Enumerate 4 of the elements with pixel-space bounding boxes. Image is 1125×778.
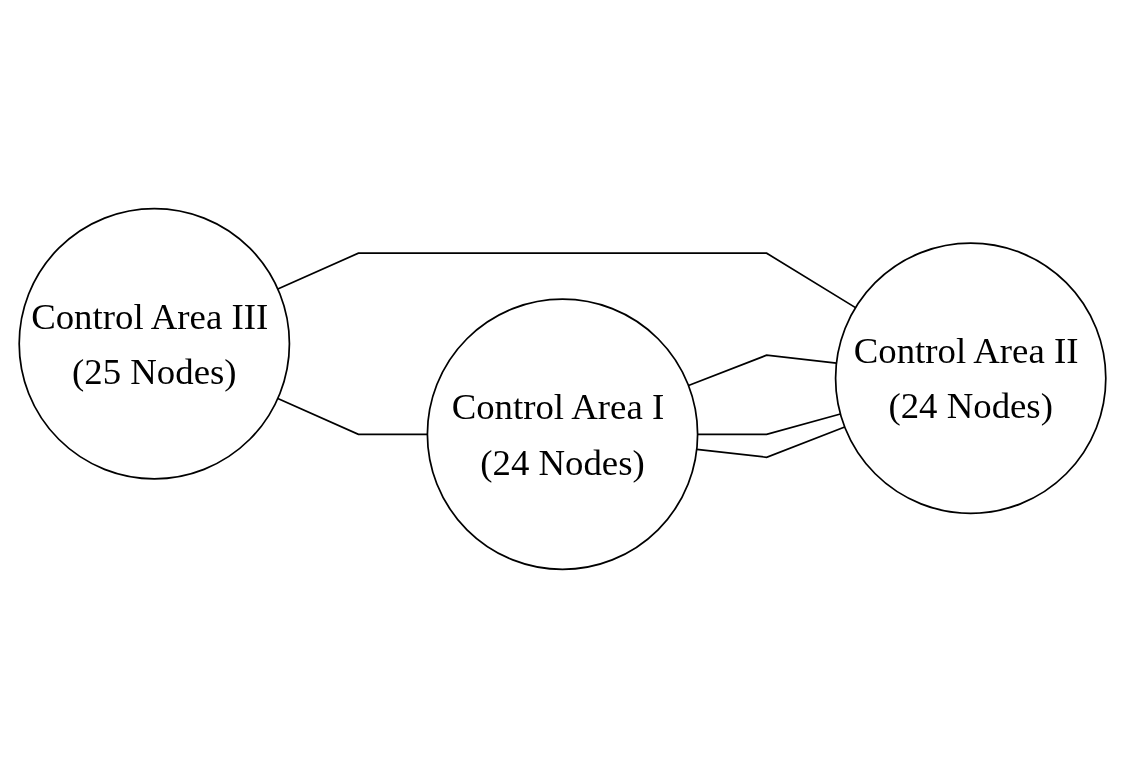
- node-circle: Control Area I (24 Nodes): [426, 298, 699, 571]
- node-circle: Control Area III (25 Nodes): [18, 207, 291, 480]
- node-circle: Control Area II (24 Nodes): [834, 242, 1107, 515]
- connector: [276, 252, 857, 309]
